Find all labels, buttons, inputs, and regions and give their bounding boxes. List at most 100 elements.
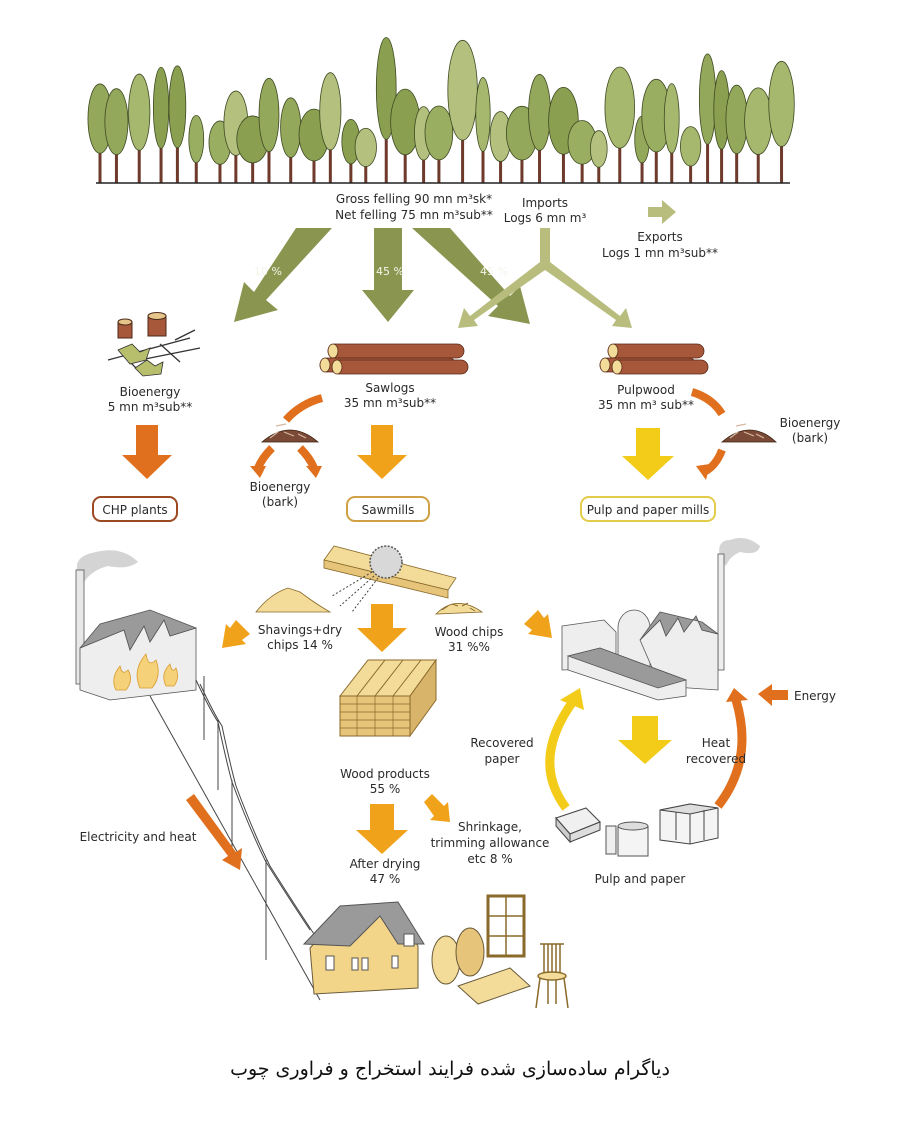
tree-icon: [680, 126, 702, 183]
tree-icon: [188, 114, 205, 183]
split-pulpwood-percent: 45 %: [480, 265, 508, 278]
exports-value: Logs 1 mn m³sub**: [601, 246, 719, 260]
arrow-to-sawmills: [357, 425, 407, 479]
tree-icon: [258, 77, 280, 183]
pulp-and-paper-label: Pulp and paper: [594, 872, 686, 886]
gross-felling-label: Gross felling 90 mn m³sk*: [335, 192, 493, 206]
energy-arrow: [758, 684, 788, 706]
arrow-sawmill-down: [357, 604, 407, 652]
electricity-arrow: [186, 794, 242, 870]
pulpwood-icon: [599, 343, 709, 375]
tree-icon: [152, 66, 170, 183]
tree-icon: [475, 77, 491, 183]
bark-pile-right-icon: [720, 423, 778, 443]
heat-recovered-label-1: Heat: [701, 736, 731, 750]
arrow-to-chp: [122, 425, 172, 479]
chp-plants-box: CHP plants: [92, 496, 178, 522]
pulp-mill-factory-icon: [561, 538, 760, 701]
tree-icon: [168, 65, 187, 183]
bark-right-subtitle: (bark): [791, 431, 829, 445]
tree-icon: [713, 70, 730, 183]
export-arrow: [648, 200, 676, 224]
heat-recovered-arrow: [714, 688, 748, 809]
sawlogs-value: 35 mn m³sub**: [343, 396, 437, 410]
shrinkage-percent: etc 8 %: [467, 852, 513, 866]
pallet-icon: [457, 967, 531, 1005]
residue-bioenergy-title: Bioenergy: [119, 385, 181, 399]
imports-title: Imports: [521, 196, 569, 210]
wood-chips-icon: [434, 602, 484, 615]
newspaper-stack-icon: [555, 807, 601, 844]
felling-arrow-sawlogs: [362, 228, 414, 322]
pulp-mills-box: Pulp and paper mills: [580, 496, 716, 522]
electricity-heat-label: Electricity and heat: [79, 830, 197, 844]
bark-arrowhead-right: [696, 464, 710, 480]
shrinkage-label-1: Shrinkage,: [457, 820, 522, 834]
felling-arrow-bioenergy: [234, 228, 332, 322]
sawmills-box: Sawmills: [346, 496, 430, 522]
tree-icon: [604, 66, 635, 183]
bark-arrowhead: [250, 466, 322, 478]
tree-icon: [280, 97, 302, 183]
wood-products-percent: 55 %: [369, 782, 401, 796]
bark-pile-left-icon: [260, 423, 320, 443]
arrow-after-drying: [356, 804, 408, 854]
shrinkage-label-2: trimming allowance: [430, 836, 550, 850]
power-lines: [149, 676, 321, 1001]
split-bioenergy-percent: 10 %: [254, 265, 282, 278]
tree-icon: [319, 72, 342, 183]
sawlogs-icon: [319, 343, 469, 375]
wood-products-stack-icon: [338, 658, 437, 738]
cable-reel-icon: [431, 927, 485, 985]
sawlogs-title: Sawlogs: [365, 381, 415, 395]
wood-chips-percent: 31 %%: [448, 640, 490, 654]
chair-icon: [535, 943, 569, 1009]
imports-arrow: [458, 228, 632, 328]
tree-icon: [424, 105, 454, 183]
tree-icon: [528, 74, 551, 183]
forest-illustration: [87, 37, 795, 183]
arrow-shrinkage: [424, 794, 450, 822]
split-sawlogs-percent: 45 %: [376, 265, 404, 278]
wood-products-label: Wood products: [340, 767, 430, 781]
after-drying-percent: 47 %: [369, 872, 401, 886]
exports-title: Exports: [637, 230, 683, 244]
tree-icon: [744, 87, 773, 183]
tree-icon: [768, 60, 795, 183]
arrow-to-pulp-and-paper: [618, 716, 672, 764]
shavings-pile-icon: [255, 587, 332, 613]
pulpwood-title: Pulpwood: [617, 383, 675, 397]
arrow-chips-to-pulp: [524, 610, 552, 638]
sawing-icon: [323, 545, 457, 613]
stumps-branches-icon: [107, 312, 201, 377]
figure-caption: دیاگرام ساده‌سازی شده فرایند استخراج و ف…: [230, 1058, 670, 1080]
tree-icon: [354, 127, 377, 183]
paper-packages-icon: [659, 803, 719, 845]
recovered-paper-arrow: [545, 688, 584, 811]
chp-factory-icon: [75, 550, 198, 701]
recovered-paper-label-2: paper: [484, 752, 520, 766]
bark-left-subtitle: (bark): [261, 495, 299, 509]
tree-icon: [589, 130, 608, 183]
tree-icon: [104, 88, 129, 183]
recovered-paper-label-1: Recovered: [470, 736, 534, 750]
bark-right-title: Bioenergy: [779, 416, 841, 430]
shavings-percent: chips 14 %: [267, 638, 333, 652]
tree-icon: [128, 73, 151, 183]
imports-value: Logs 6 mn m³: [503, 211, 587, 225]
arrow-shavings-to-chp: [222, 620, 250, 648]
net-felling-label: Net felling 75 mn m³sub**: [335, 208, 493, 222]
heat-recovered-label-2: recovered: [685, 752, 747, 766]
paper-roll-icon: [605, 821, 649, 857]
after-drying-label: After drying: [349, 857, 421, 871]
felling-arrow-pulpwood: [412, 228, 530, 324]
tree-icon: [698, 53, 717, 183]
shavings-label: Shavings+dry: [257, 623, 343, 637]
tree-icon: [725, 84, 748, 183]
tree-icon: [447, 39, 478, 183]
window-frame-icon: [486, 894, 526, 958]
house-icon: [302, 901, 425, 995]
energy-label: Energy: [793, 689, 836, 703]
pulpwood-value: 35 mn m³ sub**: [598, 398, 694, 412]
residue-bioenergy-value: 5 mn m³sub**: [107, 400, 193, 414]
